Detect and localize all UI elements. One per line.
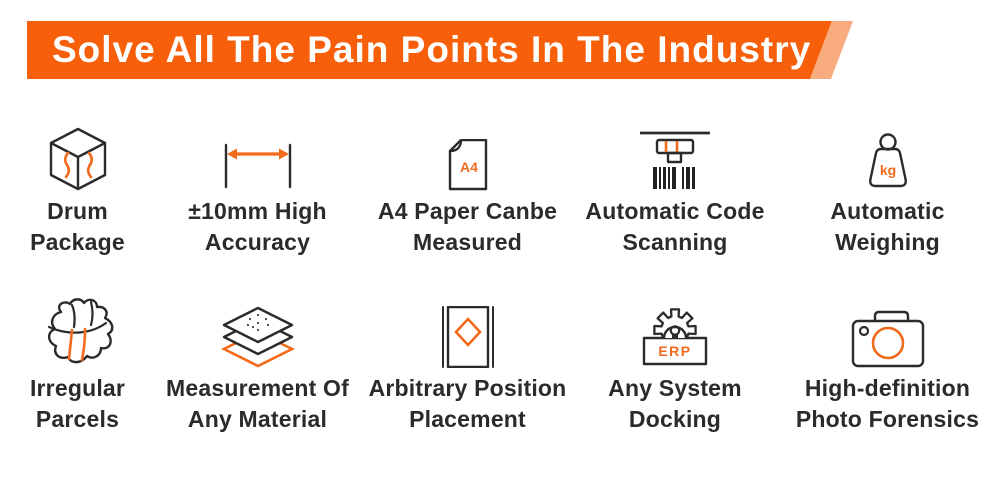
feature-arbitrary-position: Arbitrary Position Placement: [360, 292, 575, 435]
feature-photo-forensics: High-definition Photo Forensics: [775, 292, 1000, 435]
erp-gear-icon: ERP: [630, 292, 720, 368]
feature-label: High-definition Photo Forensics: [795, 375, 980, 432]
header-banner: Solve All The Pain Points In The Industr…: [27, 21, 867, 79]
feature-label: Automatic Weighing: [830, 198, 945, 255]
feature-any-material: Measurement Of Any Material: [155, 292, 360, 435]
banner-background: Solve All The Pain Points In The Industr…: [27, 21, 832, 79]
feature-label: ±10mm High Accuracy: [188, 198, 327, 255]
feature-code-scanning: Automatic Code Scanning: [575, 115, 775, 258]
kg-icon-text: kg: [879, 162, 895, 178]
width-measure-icon: [223, 115, 293, 191]
a4-paper-icon: A4: [448, 115, 488, 191]
cube-package-icon: [48, 115, 108, 191]
feature-label: Any System Docking: [608, 375, 742, 432]
feature-label: A4 Paper Canbe Measured: [377, 198, 558, 255]
camera-icon: [845, 292, 931, 368]
features-row-1: Drum Package ±10mm High Accuracy A4: [0, 115, 1000, 258]
feature-drum-package: Drum Package: [0, 115, 155, 258]
feature-label: Automatic Code Scanning: [585, 198, 765, 255]
feature-label: Measurement Of Any Material: [165, 375, 349, 432]
feature-label: Drum Package: [30, 198, 125, 255]
erp-icon-text: ERP: [658, 343, 691, 359]
features-row-2: Irregular Parcels Measurement Of Any Mat…: [0, 292, 1000, 435]
belt-position-icon: [441, 292, 495, 368]
barcode-scanner-icon: [640, 115, 710, 191]
a4-icon-text: A4: [460, 159, 478, 175]
irregular-parcel-icon: [39, 292, 117, 368]
feature-high-accuracy: ±10mm High Accuracy: [155, 115, 360, 258]
page-title: Solve All The Pain Points In The Industr…: [52, 29, 812, 70]
feature-label: Irregular Parcels: [29, 375, 126, 432]
material-layers-icon: [220, 292, 295, 368]
feature-label: Arbitrary Position Placement: [368, 375, 567, 432]
feature-a4-paper: A4 A4 Paper Canbe Measured: [360, 115, 575, 258]
feature-system-docking: ERP Any System Docking: [575, 292, 775, 435]
weight-kg-icon: kg: [858, 115, 918, 191]
feature-auto-weighing: kg Automatic Weighing: [775, 115, 1000, 258]
feature-irregular-parcels: Irregular Parcels: [0, 292, 155, 435]
